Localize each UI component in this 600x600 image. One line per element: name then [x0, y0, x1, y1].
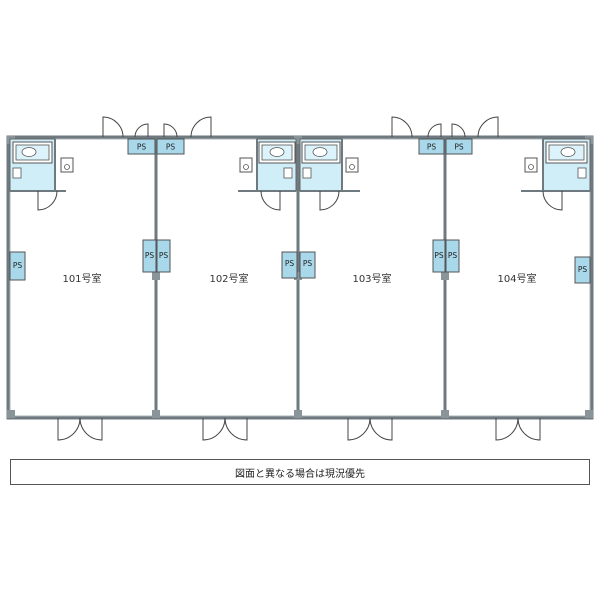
room-label-102: 102号室	[209, 272, 248, 285]
ps-box: PS	[127, 138, 156, 155]
svg-text:PS: PS	[578, 265, 588, 274]
ps-box: PS	[418, 138, 445, 155]
ps-box: PS	[156, 138, 185, 155]
svg-text:PS: PS	[13, 261, 23, 270]
ps-box: PS	[432, 239, 446, 273]
ps-box: PS	[9, 251, 26, 281]
top-doors	[102, 116, 499, 138]
room-label-101: 101号室	[62, 272, 101, 285]
bottom-doors	[57, 417, 541, 441]
note-text: 図面と異なる場合は現況優先	[235, 468, 365, 480]
ps-box: PS	[445, 239, 460, 273]
ps-box: PS	[299, 251, 316, 279]
room-104-toilet	[521, 138, 591, 211]
ps-box: PS	[142, 239, 157, 273]
svg-text:PS: PS	[166, 143, 176, 152]
room-101-toilet	[9, 138, 74, 211]
room-label-104: 104号室	[497, 272, 536, 285]
svg-text:PS: PS	[448, 251, 458, 260]
room-103-toilet	[299, 138, 360, 211]
room-102-toilet	[238, 138, 297, 211]
svg-text:PS: PS	[159, 251, 169, 260]
ps-box: PS	[574, 256, 591, 284]
ps-box: PS	[281, 251, 298, 279]
note-box: 図面と異なる場合は現況優先	[10, 459, 590, 485]
svg-text:PS: PS	[303, 259, 313, 268]
ps-box: PS	[445, 138, 473, 155]
svg-text:PS: PS	[434, 251, 444, 260]
ps-box: PS	[156, 239, 171, 273]
svg-text:PS: PS	[427, 143, 437, 152]
svg-text:PS: PS	[145, 251, 155, 260]
svg-text:PS: PS	[285, 259, 295, 268]
room-label-103: 103号室	[352, 272, 391, 285]
ps-boxes: PS PS PS PS PS PS PS PS	[9, 138, 591, 284]
svg-text:PS: PS	[454, 143, 464, 152]
svg-text:PS: PS	[137, 143, 147, 152]
